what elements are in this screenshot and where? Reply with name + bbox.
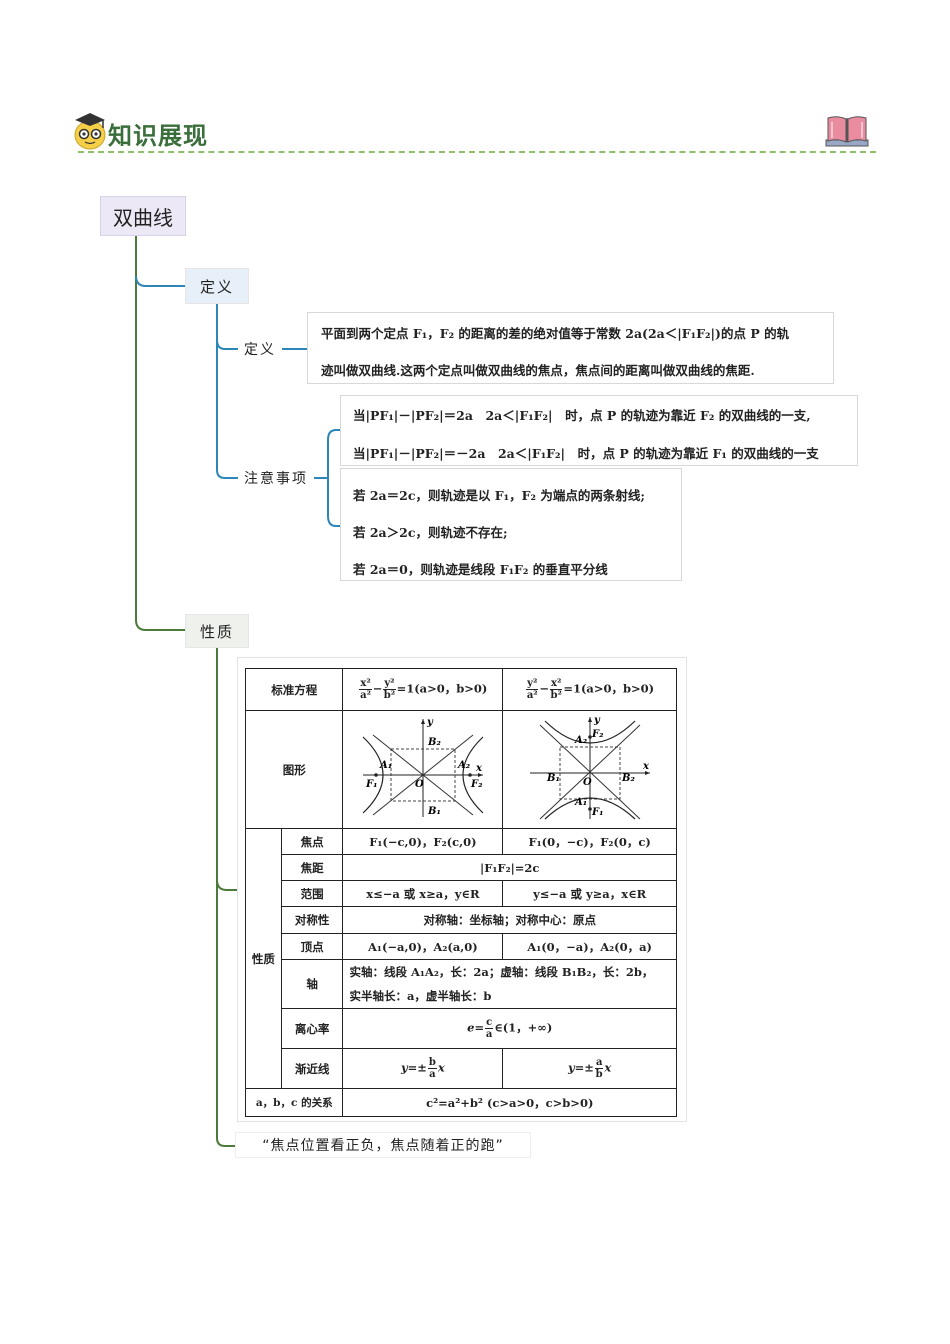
focus-1: F₁(−c,0)，F₂(c,0): [342, 828, 504, 855]
abc-label: a，b，c 的关系: [244, 1088, 344, 1117]
axis-label: 轴: [280, 959, 344, 1009]
focal-len: |F₁F₂|=2c: [342, 854, 677, 881]
vertex-1: A₁(−a,0)，A₂(a,0): [342, 933, 504, 960]
graph-horizontal: A₁ A₂ F₁ F₂ O B₂ B₁ x y: [342, 710, 504, 829]
focal-len-label: 焦距: [280, 854, 344, 881]
notes-node: 注意事项: [238, 467, 314, 489]
sym-label: 对称性: [280, 906, 344, 934]
section-title: 知识展现: [108, 122, 208, 150]
svg-text:y: y: [426, 717, 434, 728]
axis-text: 实轴：线段 A₁A₂，长：2a；虚轴：线段 B₁B₂，长：2b， 实半轴长：a，…: [342, 959, 677, 1009]
note-line-3: 若 2a＝2c，则轨迹是以 F₁，F₂ 为端点的两条射线;: [353, 488, 645, 503]
svg-text:A₂: A₂: [457, 760, 471, 771]
book-icon: [825, 116, 869, 147]
header-divider: [78, 151, 876, 153]
group-label: 性质: [245, 828, 282, 1089]
svg-text:F₂: F₂: [591, 729, 604, 740]
range-1: x≤−a 或 x≥a，y∈R: [342, 880, 504, 907]
properties-frame: [237, 657, 687, 1122]
notes-box-b: 若 2a＝2c，则轨迹是以 F₁，F₂ 为端点的两条射线; 若 2a＞2c，则轨…: [340, 468, 682, 581]
focus-label: 焦点: [280, 828, 344, 855]
axis-line-2: 实半轴长：a，虚半轴长：b: [349, 989, 492, 1003]
note-line-1: 当|PF₁|－|PF₂|＝2a 2a＜|F₁F₂| 时，点 P 的轨迹为靠近 F…: [353, 408, 811, 423]
hyperbola-horizontal-graph: A₁ A₂ F₁ F₂ O B₂ B₁ x y: [362, 717, 484, 817]
mnemonic-quote: “焦点位置看正负，焦点随着正的跑”: [235, 1132, 531, 1158]
svg-text:y: y: [593, 715, 601, 726]
graph-label: 图形: [244, 710, 344, 829]
sym: 对称轴：坐标轴；对称中心：原点: [342, 906, 677, 934]
svg-text:x: x: [642, 761, 650, 772]
axis-line-1: 实轴：线段 A₁A₂，长：2a；虚轴：线段 B₁B₂，长：2b，: [349, 965, 654, 979]
abc: c²=a²+b² (c>a>0，c>b>0): [342, 1088, 677, 1117]
definition-node: 定义: [185, 268, 249, 304]
asym-label: 渐近线: [280, 1048, 344, 1089]
range-label: 范围: [280, 880, 344, 907]
definition-line-2: 迹叫做双曲线.这两个定点叫做双曲线的焦点，焦点间的距离叫做双曲线的焦距.: [321, 363, 755, 378]
notes-box-a: 当|PF₁|－|PF₂|＝2a 2a＜|F₁F₂| 时，点 P 的轨迹为靠近 F…: [340, 395, 858, 466]
std-eq-label: 标准方程: [244, 668, 344, 711]
note-line-5: 若 2a＝0，则轨迹是线段 F₁F₂ 的垂直平分线: [353, 562, 608, 577]
svg-text:B₂: B₂: [427, 737, 441, 748]
svg-text:A₂: A₂: [574, 735, 588, 746]
svg-text:F₁: F₁: [591, 807, 603, 818]
vertex-label: 顶点: [280, 933, 344, 960]
range-2: y≤−a 或 y≥a，x∈R: [502, 880, 677, 907]
properties-node: 性质: [185, 614, 249, 648]
svg-text:B₁: B₁: [546, 773, 560, 784]
svg-text:F₂: F₂: [470, 779, 483, 790]
svg-text:F₁: F₁: [365, 779, 377, 790]
svg-text:O: O: [415, 779, 424, 790]
definition-subnode: 定义: [238, 338, 282, 360]
definition-text-box: 平面到两个定点 F₁，F₂ 的距离的差的绝对值等于常数 2a(2a＜|F₁F₂|…: [307, 312, 834, 384]
student-mascot-icon: [74, 113, 106, 150]
svg-text:O: O: [583, 777, 592, 788]
vertex-2: A₁(0，−a)，A₂(0，a): [502, 933, 677, 960]
note-line-4: 若 2a＞2c，则轨迹不存在;: [353, 525, 508, 540]
svg-text:x: x: [475, 763, 483, 774]
root-node: 双曲线: [100, 196, 186, 236]
svg-text:A₁: A₁: [379, 760, 392, 771]
note-line-2: 当|PF₁|－|PF₂|＝－2a 2a＜|F₁F₂| 时，点 P 的轨迹为靠近 …: [353, 446, 819, 461]
ecc-label: 离心率: [280, 1008, 344, 1049]
definition-line-1: 平面到两个定点 F₁，F₂ 的距离的差的绝对值等于常数 2a(2a＜|F₁F₂|…: [321, 326, 790, 341]
svg-text:B₂: B₂: [621, 773, 635, 784]
svg-text:A₁: A₁: [574, 797, 587, 808]
focus-2: F₁(0，−c)，F₂(0，c): [502, 828, 677, 855]
svg-text:B₁: B₁: [427, 806, 441, 817]
